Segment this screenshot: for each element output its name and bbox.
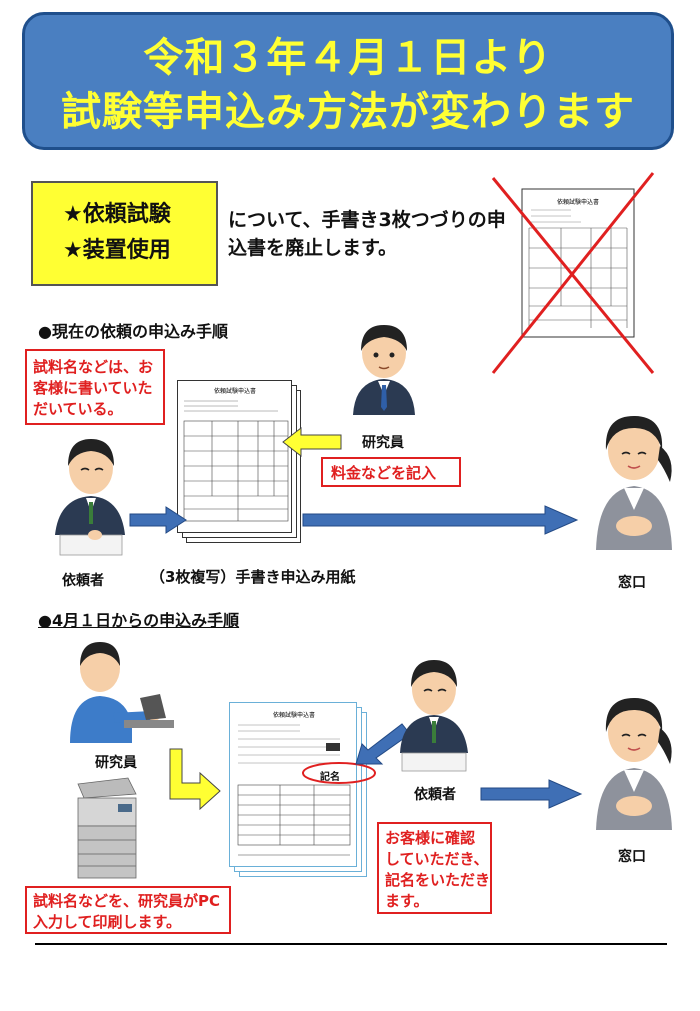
researcher-label: 研究員 xyxy=(362,435,404,451)
blue-arrow-to-signature xyxy=(355,723,411,765)
form-thumb-title: 依頼試験申込書 xyxy=(557,198,599,206)
section-current-heading: ●現在の依頼の申込み手順 xyxy=(38,322,228,341)
handwritten-form-icon: 依頼試験申込書 xyxy=(183,387,289,522)
new-requester-label: 依頼者 xyxy=(414,787,456,803)
copier-figure xyxy=(70,776,142,886)
requester-writing-icon xyxy=(55,439,125,556)
pc-input-callout-text: 試料名などを、研究員がPC入力して印刷します。 xyxy=(33,892,221,931)
researcher-pc-figure xyxy=(62,638,177,747)
new-requester-figure xyxy=(398,653,470,777)
copier-printer-icon xyxy=(77,777,137,879)
pc-input-callout: 試料名などを、研究員がPC入力して印刷します。 xyxy=(25,886,231,934)
printed-form-icon: 依頼試験申込書 xyxy=(237,711,351,856)
signature-circle xyxy=(302,762,376,784)
customer-callout: 試料名などは、お客様に書いていただいている。 xyxy=(25,349,165,425)
fee-callout: 料金などを記入 xyxy=(321,457,461,487)
yellow-bent-arrow xyxy=(169,748,221,811)
service-item-2: ★装置使用 xyxy=(63,238,171,263)
blue-arrow-to-new-counter xyxy=(480,779,583,809)
banner-line-2: 試験等申込み方法が変わります xyxy=(61,89,635,135)
researcher-computer-icon xyxy=(70,642,174,743)
printed-form-title: 依頼試験申込書 xyxy=(273,711,315,719)
blue-arrow-to-form xyxy=(129,506,187,534)
new-researcher-label: 研究員 xyxy=(95,755,137,771)
new-counter-staff-icon xyxy=(596,698,672,830)
new-requester-icon xyxy=(400,660,468,772)
title-banner: 令和３年４月１日より 試験等申込み方法が変わります xyxy=(22,12,674,150)
fee-callout-text: 料金などを記入 xyxy=(331,464,437,482)
form-sheet-1: 依頼試験申込書 xyxy=(177,380,292,533)
form-label: （3枚複写）手書き申込み用紙 xyxy=(150,568,356,586)
researcher-figure xyxy=(345,315,423,419)
customer-callout-text: 試料名などは、お客様に書いていただいている。 xyxy=(33,358,154,418)
signature-mark: 記名 xyxy=(320,772,340,783)
printed-sheet-1: 依頼試験申込書 xyxy=(229,702,357,867)
yellow-arrow-left xyxy=(282,426,342,458)
section-new-heading: ●4月１日からの申込み手順 xyxy=(38,611,240,630)
form-sheet-title: 依頼試験申込書 xyxy=(214,387,256,395)
confirm-callout: お客様に確認していただき、記名をいただきます。 xyxy=(377,822,492,914)
requester-figure xyxy=(55,430,127,564)
service-item-1: ★依頼試験 xyxy=(63,202,171,227)
confirm-callout-text: お客様に確認していただき、記名をいただきます。 xyxy=(385,829,491,910)
banner-line-1: 令和３年４月１日より xyxy=(143,35,553,81)
counter-staff-icon xyxy=(596,416,672,550)
bottom-divider xyxy=(35,943,667,945)
requester-label: 依頼者 xyxy=(62,573,104,589)
cross-out-mark xyxy=(491,172,655,374)
counter-label: 窓口 xyxy=(618,575,646,591)
blue-arrow-to-counter xyxy=(302,505,579,535)
counter-staff-figure xyxy=(586,398,682,554)
service-box: ★依頼試験 ★装置使用 xyxy=(31,181,218,286)
new-counter-label: 窓口 xyxy=(618,849,646,865)
researcher-icon xyxy=(353,325,415,415)
new-counter-staff-figure xyxy=(586,680,682,834)
abolish-notice: について、手書き3枚つづりの申込書を廃止します。 xyxy=(228,209,506,259)
